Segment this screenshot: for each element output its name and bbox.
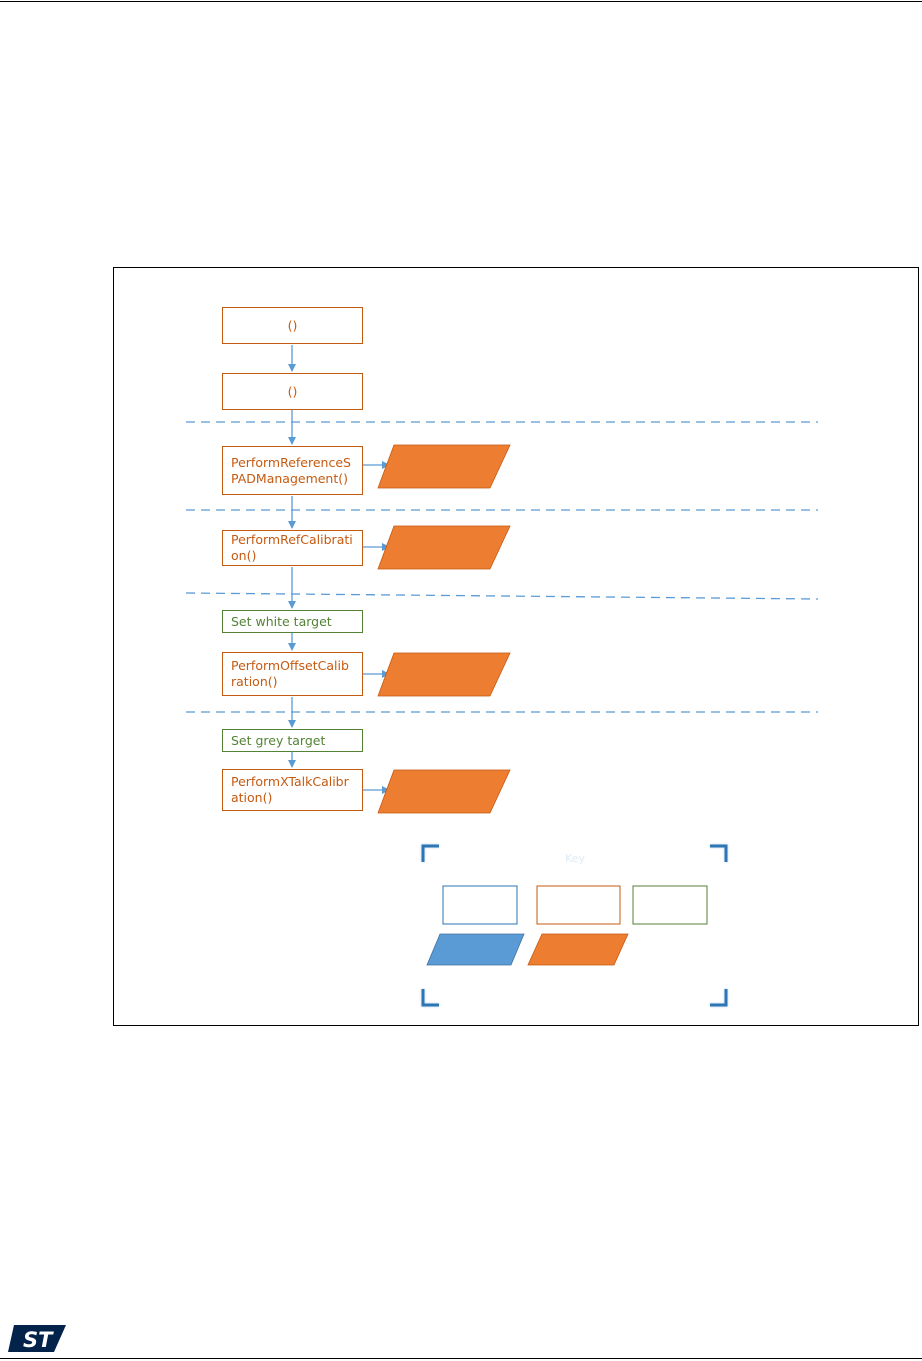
flow-step-8: PerformXTalkCalibration() bbox=[222, 769, 363, 811]
key-bracket-bottom-right bbox=[710, 989, 728, 1007]
key-brackets bbox=[421, 844, 728, 1007]
key-parallelogram-blue bbox=[426, 933, 525, 966]
header-rule bbox=[0, 1, 922, 2]
key-bracket-bottom-left bbox=[421, 989, 439, 1007]
output-data-3 bbox=[377, 444, 511, 489]
flow-step-2: () bbox=[222, 373, 363, 410]
output-data-6 bbox=[377, 652, 511, 697]
flow-step-3-label: PerformReferenceSPADManagement() bbox=[231, 454, 351, 486]
key-parallelogram-orange bbox=[527, 933, 629, 966]
footer-rule bbox=[0, 1358, 922, 1359]
flow-step-3: PerformReferenceSPADManagement() bbox=[222, 446, 363, 495]
key-box-orange bbox=[536, 885, 621, 925]
key-box-green bbox=[632, 885, 708, 925]
output-data-8 bbox=[377, 769, 511, 814]
flow-step-6: PerformOffsetCalibration() bbox=[222, 652, 363, 696]
output-data-4 bbox=[377, 525, 511, 570]
flow-step-5: Set white target bbox=[222, 610, 363, 633]
key-box-blue bbox=[442, 885, 518, 925]
flow-step-6-label: PerformOffsetCalibration() bbox=[231, 658, 349, 689]
output-data-shapes bbox=[377, 444, 511, 814]
flow-step-4-label: PerformRefCalibration() bbox=[231, 532, 353, 563]
st-logo-mark bbox=[8, 1325, 66, 1352]
key-title: Key bbox=[565, 852, 585, 865]
st-logo: ST bbox=[8, 1325, 66, 1352]
flow-step-4: PerformRefCalibration() bbox=[222, 530, 363, 566]
phase-separator-3 bbox=[185, 592, 819, 600]
flow-step-5-label: Set white target bbox=[231, 613, 332, 629]
flow-step-1-label: () bbox=[287, 317, 298, 333]
flow-step-2-label: () bbox=[287, 383, 298, 399]
key-legend bbox=[421, 844, 728, 1007]
key-bracket-top-right bbox=[710, 844, 728, 862]
phase-separators bbox=[185, 421, 819, 713]
flow-step-1: () bbox=[222, 307, 363, 344]
flow-step-8-label: PerformXTalkCalibration() bbox=[231, 774, 349, 805]
output-arrows bbox=[363, 461, 390, 794]
st-logo-text: ST bbox=[23, 1328, 54, 1352]
flow-step-7: Set grey target bbox=[222, 729, 363, 752]
flow-step-7-label: Set grey target bbox=[231, 732, 326, 748]
diagram-frame bbox=[113, 267, 919, 1026]
key-bracket-top-left bbox=[421, 844, 439, 862]
